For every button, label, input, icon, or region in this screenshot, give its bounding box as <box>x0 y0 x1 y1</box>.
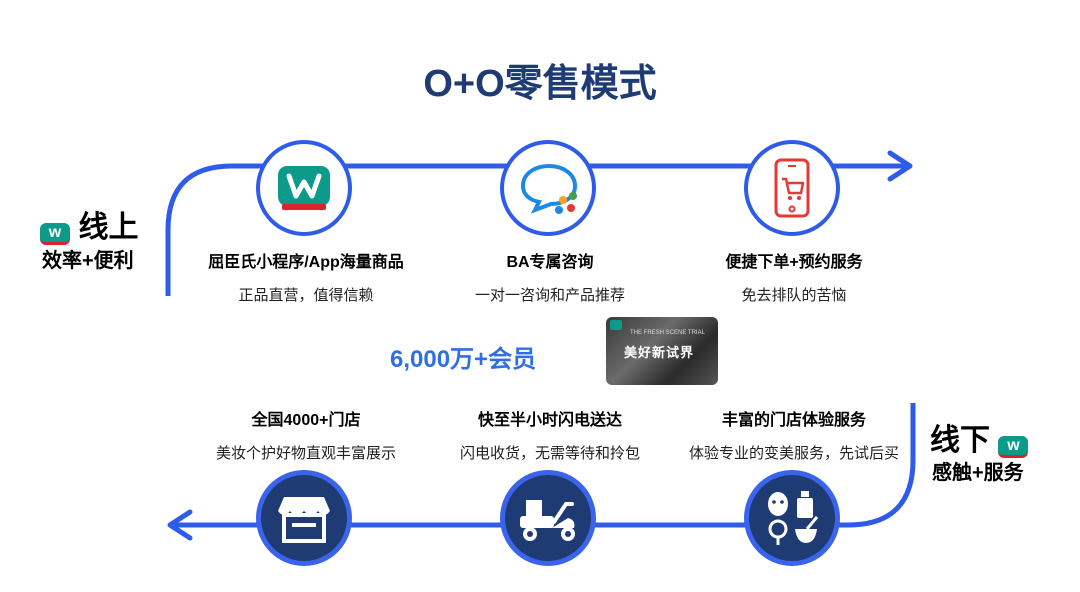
promo-small-text: THE FRESH SCENE TRIAL <box>630 330 705 336</box>
feature-heading: BA专属咨询 <box>506 254 594 271</box>
feature-subtext: 免去排队的苦恼 <box>741 287 847 304</box>
online-label-group: w 线上 <box>40 202 138 246</box>
feature-delivery: 快至半小时闪电送达 闪电收货，无需等待和拎包 <box>430 406 670 463</box>
feature-heading: 屈臣氏小程序/App海量商品 <box>208 254 404 271</box>
offline-label: 线下 <box>930 424 990 457</box>
feature-order-booking: 便捷下单+预约服务 免去排队的苦恼 <box>674 248 914 305</box>
feature-heading: 全国4000+门店 <box>251 412 361 429</box>
bottom-flow-line <box>175 403 916 528</box>
watsons-logo-icon: w <box>998 436 1029 458</box>
feature-ba-consult: BA专属咨询 一对一咨询和产品推荐 <box>430 248 670 305</box>
watsons-logo-icon <box>610 320 622 330</box>
bottom-arrowhead <box>167 509 193 541</box>
feature-subtext: 美妆个护好物直观丰富展示 <box>215 445 396 462</box>
feature-stores: 全国4000+门店 美妆个护好物直观丰富展示 <box>186 406 426 463</box>
watsons-app-circle <box>256 140 352 236</box>
store-icon <box>278 497 330 543</box>
feature-subtext: 体验专业的变美服务，先试后买 <box>688 445 899 462</box>
beauty-service-icon <box>768 491 819 545</box>
beauty-service-circle <box>744 470 840 566</box>
feature-heading: 快至半小时闪电送达 <box>477 412 622 429</box>
chat-icon <box>520 163 578 214</box>
promo-text: 美好新试界 <box>624 345 695 360</box>
feature-watsons-app: 屈臣氏小程序/App海量商品 正品直营，值得信赖 <box>186 248 426 305</box>
feature-subtext: 一对一咨询和产品推荐 <box>474 287 625 304</box>
page-title: O+O零售模式 <box>423 63 657 105</box>
feature-heading: 便捷下单+预约服务 <box>725 254 863 271</box>
phone-cart-icon <box>774 158 810 218</box>
top-flow-line <box>165 163 905 296</box>
members-count: 6,000万+会员 <box>390 346 537 373</box>
online-label: 线上 <box>78 211 139 244</box>
offline-sub-label: 感触+服务 <box>932 462 1024 484</box>
feature-heading: 丰富的门店体验服务 <box>721 412 866 429</box>
offline-label-group: 线下 w <box>930 415 1029 459</box>
feature-subtext: 正品直营，值得信赖 <box>238 287 374 304</box>
top-arrowhead <box>887 150 913 182</box>
watsons-logo-icon: w <box>40 223 70 245</box>
store-circle <box>256 470 352 566</box>
feature-store-experience: 丰富的门店体验服务 体验专业的变美服务，先试后买 <box>666 406 922 463</box>
watsons-logo-icon <box>278 166 330 210</box>
chat-circle <box>500 140 596 236</box>
online-sub-label: 效率+便利 <box>42 250 134 272</box>
delivery-scooter-icon <box>520 500 575 541</box>
feature-subtext: 闪电收货，无需等待和拎包 <box>459 445 640 462</box>
promo-image: THE FRESH SCENE TRIAL 美好新试界 <box>606 317 718 385</box>
delivery-circle <box>500 470 596 566</box>
phone-cart-circle <box>744 140 840 236</box>
